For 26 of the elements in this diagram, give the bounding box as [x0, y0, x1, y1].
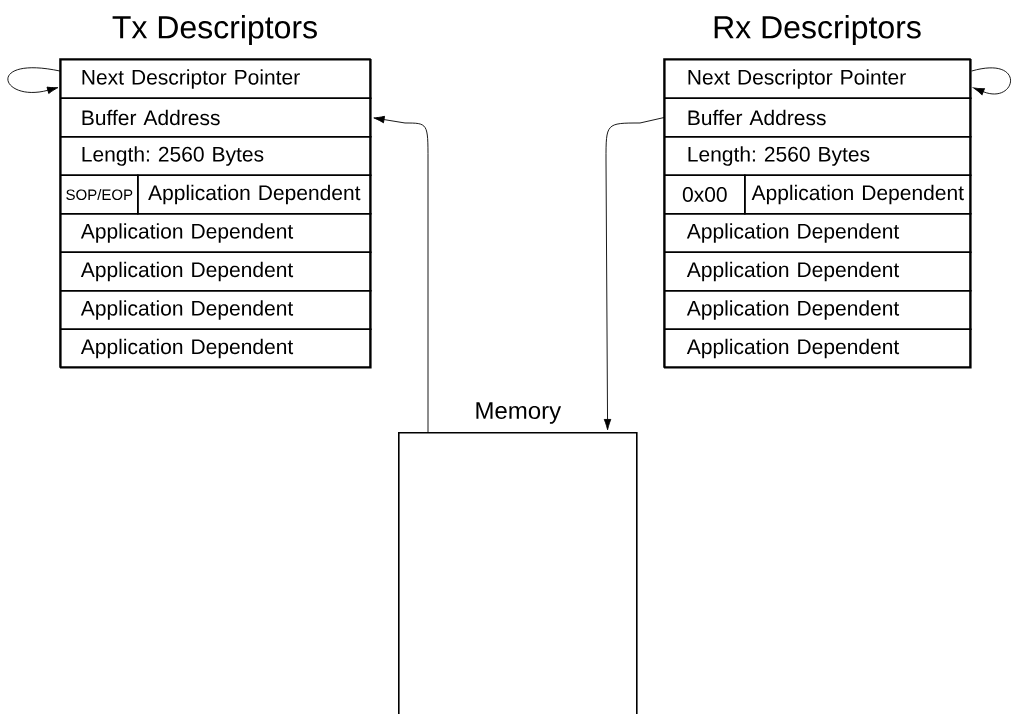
descriptor-field: Application Dependent	[664, 213, 972, 254]
loop-arrow	[7, 67, 61, 94]
node-label: Memory	[476, 402, 562, 424]
descriptor-field: Buffer Address	[664, 97, 972, 138]
descriptor-field: SOP/EOP	[60, 174, 139, 215]
descriptor-field: Application Dependent	[60, 251, 372, 292]
descriptor-field: Application Dependent	[60, 213, 372, 254]
descriptor-field: 0x00	[664, 174, 746, 215]
descriptor-field: Next Descriptor Pointer	[60, 59, 372, 100]
descriptor-field: Application Dependent	[60, 328, 372, 369]
descriptor-field: Application Dependent	[137, 174, 372, 215]
descriptor-field: Buffer Address	[60, 97, 372, 138]
arrow	[373, 115, 429, 433]
node-label: Tx Descriptors	[112, 15, 317, 45]
memory-block: Memory	[398, 402, 638, 714]
loop-arrow	[971, 67, 1011, 96]
descriptor-field: Application Dependent	[60, 290, 372, 331]
node-label: Rx Descriptors	[714, 15, 921, 45]
descriptor-field: Next Descriptor Pointer	[664, 59, 972, 100]
descriptor-field: Application Dependent	[664, 290, 972, 331]
descriptor-field: Length: 2560 Bytes	[60, 136, 372, 177]
descriptor-field: Length: 2560 Bytes	[664, 136, 972, 177]
descriptor-field: Application Dependent	[664, 328, 972, 369]
descriptor-field: Application Dependent	[744, 174, 972, 215]
arrow	[603, 117, 665, 431]
descriptor-field: Application Dependent	[664, 251, 972, 292]
